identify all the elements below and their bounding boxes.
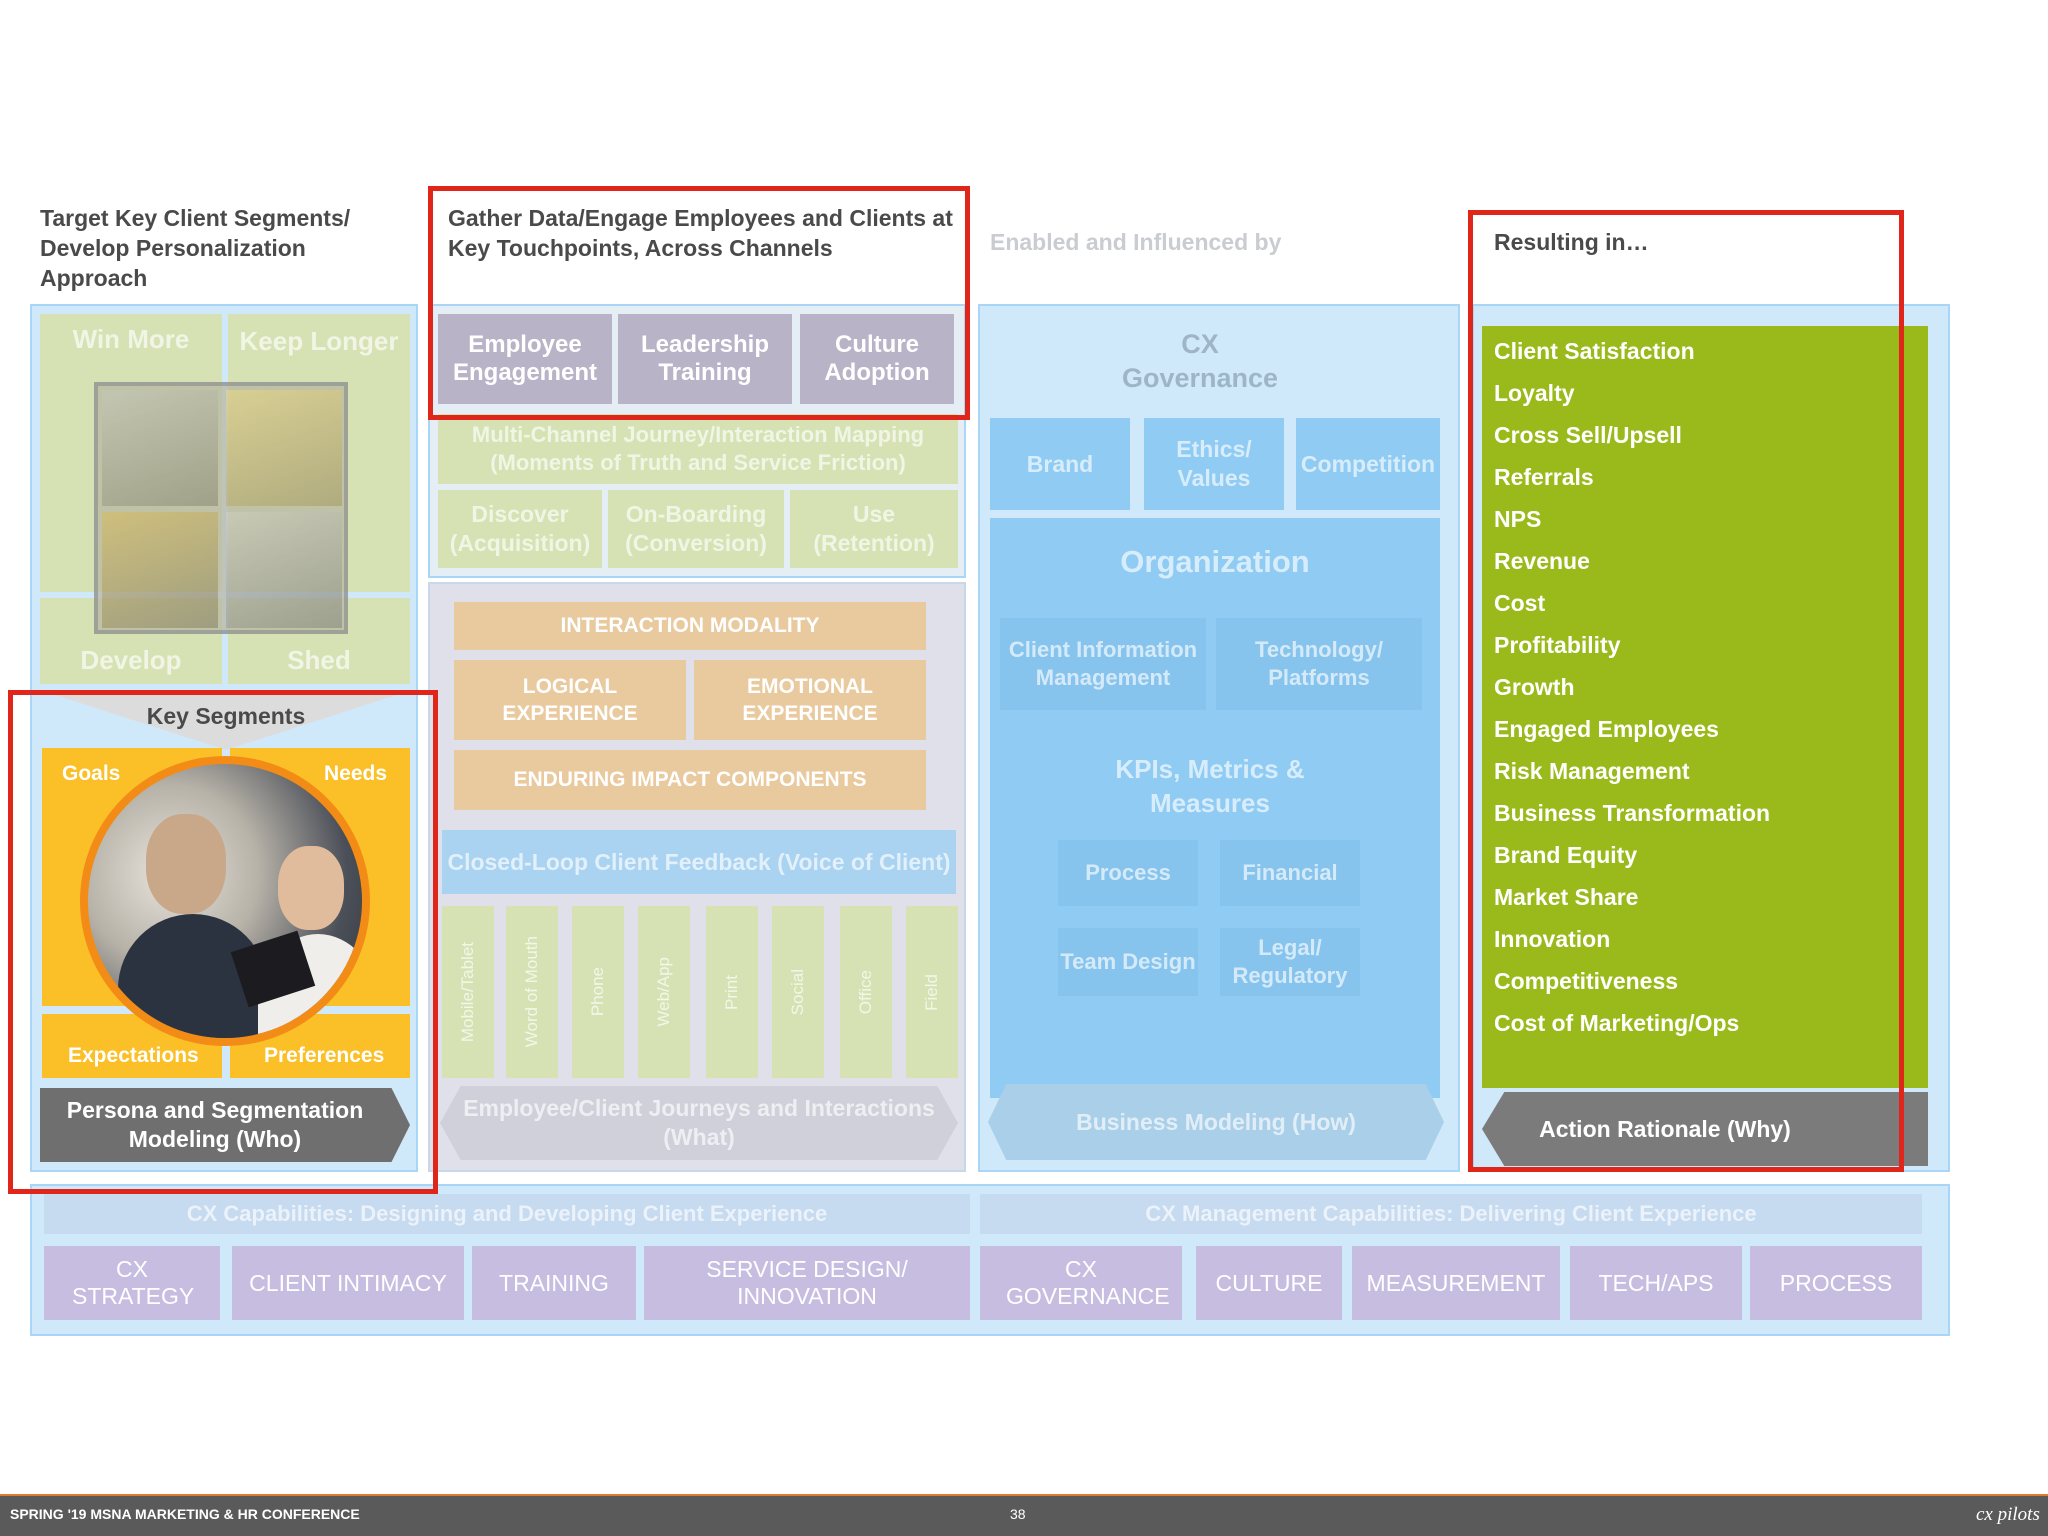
channel-phone: Phone xyxy=(572,906,624,1078)
footer-conference: SPRING '19 MSNA MARKETING & HR CONFERENC… xyxy=(10,1506,360,1522)
cap-tech-aps: TECH/APS xyxy=(1570,1246,1742,1320)
kpi-legal-label: Legal/ Regulatory xyxy=(1220,934,1360,990)
cap-culture-label: CULTURE xyxy=(1216,1270,1323,1297)
cap-cx-governance: CX GOVERNANCE xyxy=(980,1246,1182,1320)
org-client-info: Client Information Management xyxy=(1000,618,1206,710)
footer-page-number: 38 xyxy=(1010,1506,1026,1522)
channel-office: Office xyxy=(840,906,892,1078)
cap-service-design-label: SERVICE DESIGN/ INNOVATION xyxy=(697,1256,917,1310)
business-arrow-label: Business Modeling (How) xyxy=(1076,1108,1356,1137)
closed-loop-bar: Closed-Loop Client Feedback (Voice of Cl… xyxy=(442,830,956,894)
channel-phone-label: Phone xyxy=(588,967,608,1016)
highlight-results xyxy=(1468,210,1904,1172)
designing-label: CX Capabilities: Designing and Developin… xyxy=(187,1201,828,1227)
gov-competition-label: Competition xyxy=(1301,451,1435,478)
cap-client-intimacy: CLIENT INTIMACY xyxy=(232,1246,464,1320)
kpi-process: Process xyxy=(1058,840,1198,906)
stage-use-label: Use (Retention) xyxy=(790,500,958,558)
cap-service-design: SERVICE DESIGN/ INNOVATION xyxy=(644,1246,970,1320)
highlight-engage xyxy=(428,186,970,420)
cap-client-intimacy-label: CLIENT INTIMACY xyxy=(249,1270,447,1297)
portrait-photo xyxy=(102,512,218,628)
cap-training-label: TRAINING xyxy=(499,1270,609,1297)
enduring-impact-box: ENDURING IMPACT COMPONENTS xyxy=(454,750,926,810)
emotional-experience-box: EMOTIONAL EXPERIENCE xyxy=(694,660,926,740)
cap-measurement: MEASUREMENT xyxy=(1352,1246,1560,1320)
channel-office-label: Office xyxy=(856,970,876,1014)
channel-word-of-mouth: Word of Mouth xyxy=(506,906,558,1078)
footer-logo: cx pilots xyxy=(1976,1504,2040,1526)
stage-use: Use (Retention) xyxy=(790,490,958,568)
organization-title: Organization xyxy=(990,538,1440,586)
journey-mapping-label: Multi-Channel Journey/Interaction Mappin… xyxy=(438,421,958,477)
channel-web-app-label: Web/App xyxy=(654,957,674,1027)
cap-culture: CULTURE xyxy=(1196,1246,1342,1320)
journeys-arrow-label: Employee/Client Journeys and Interaction… xyxy=(440,1094,958,1152)
cap-training: TRAINING xyxy=(472,1246,636,1320)
shed-label: Shed xyxy=(287,645,351,676)
closed-loop-label: Closed-Loop Client Feedback (Voice of Cl… xyxy=(447,848,950,877)
interaction-modality-label: INTERACTION MODALITY xyxy=(561,614,820,638)
develop-label: Develop xyxy=(80,645,181,676)
delivering-label: CX Management Capabilities: Delivering C… xyxy=(1145,1201,1756,1227)
col3-title: Enabled and Influenced by xyxy=(990,227,1390,257)
enduring-impact-label: ENDURING IMPACT COMPONENTS xyxy=(513,768,866,792)
logical-experience-box: LOGICAL EXPERIENCE xyxy=(454,660,686,740)
highlight-segments xyxy=(8,690,438,1194)
channel-social: Social xyxy=(772,906,824,1078)
kpi-legal: Legal/ Regulatory xyxy=(1220,928,1360,996)
channel-social-label: Social xyxy=(788,969,808,1015)
channel-mobile: Mobile/Tablet xyxy=(442,906,494,1078)
cap-process-label: PROCESS xyxy=(1780,1270,1892,1297)
kpi-team-design: Team Design xyxy=(1058,928,1198,996)
cap-cx-strategy-label: CX STRATEGY xyxy=(72,1256,192,1310)
cap-cx-governance-label: CX GOVERNANCE xyxy=(1006,1256,1156,1310)
kpi-team-design-label: Team Design xyxy=(1060,948,1195,976)
portrait-photo xyxy=(102,390,218,506)
channel-print-label: Print xyxy=(722,975,742,1010)
col1-title: Target Key Client Segments/ Develop Pers… xyxy=(40,203,360,293)
delivering-bar: CX Management Capabilities: Delivering C… xyxy=(980,1194,1922,1234)
channel-field: Field xyxy=(906,906,958,1078)
gov-ethics: Ethics/ Values xyxy=(1144,418,1284,510)
cap-measurement-label: MEASUREMENT xyxy=(1367,1270,1546,1297)
emotional-experience-label: EMOTIONAL EXPERIENCE xyxy=(694,673,926,727)
cap-tech-aps-label: TECH/APS xyxy=(1598,1270,1713,1297)
journeys-arrow: Employee/Client Journeys and Interaction… xyxy=(440,1086,958,1160)
segment-photo-grid xyxy=(94,382,348,634)
org-technology: Technology/ Platforms xyxy=(1216,618,1422,710)
stage-onboarding: On-Boarding (Conversion) xyxy=(608,490,784,568)
channel-web-app: Web/App xyxy=(638,906,690,1078)
org-technology-label: Technology/ Platforms xyxy=(1216,636,1422,692)
journey-mapping-bar: Multi-Channel Journey/Interaction Mappin… xyxy=(438,414,958,484)
business-arrow: Business Modeling (How) xyxy=(988,1084,1444,1160)
gov-competition: Competition xyxy=(1296,418,1440,510)
interaction-modality-box: INTERACTION MODALITY xyxy=(454,602,926,650)
stage-discover: Discover (Acquisition) xyxy=(438,490,602,568)
channel-field-label: Field xyxy=(922,974,942,1011)
channel-mobile-label: Mobile/Tablet xyxy=(458,942,478,1042)
channel-print: Print xyxy=(706,906,758,1078)
org-client-info-label: Client Information Management xyxy=(1000,636,1206,692)
logical-experience-label: LOGICAL EXPERIENCE xyxy=(454,673,686,727)
portrait-photo xyxy=(226,512,342,628)
gov-brand: Brand xyxy=(990,418,1130,510)
cx-governance-title: CX Governance xyxy=(1120,326,1280,396)
cap-process: PROCESS xyxy=(1750,1246,1922,1320)
stage-discover-label: Discover (Acquisition) xyxy=(438,500,602,558)
keep-longer-label: Keep Longer xyxy=(240,326,399,357)
kpi-process-label: Process xyxy=(1085,860,1171,886)
portrait-photo xyxy=(226,390,342,506)
cap-cx-strategy: CX STRATEGY xyxy=(44,1246,220,1320)
channel-word-of-mouth-label: Word of Mouth xyxy=(522,936,542,1047)
gov-ethics-label: Ethics/ Values xyxy=(1144,435,1284,493)
kpi-financial: Financial xyxy=(1220,840,1360,906)
kpi-financial-label: Financial xyxy=(1242,860,1337,886)
kpis-title: KPIs, Metrics & Measures xyxy=(1060,748,1360,824)
win-more-label: Win More xyxy=(73,324,190,355)
gov-brand-label: Brand xyxy=(1027,451,1093,478)
designing-bar: CX Capabilities: Designing and Developin… xyxy=(44,1194,970,1234)
stage-onboarding-label: On-Boarding (Conversion) xyxy=(608,500,784,558)
